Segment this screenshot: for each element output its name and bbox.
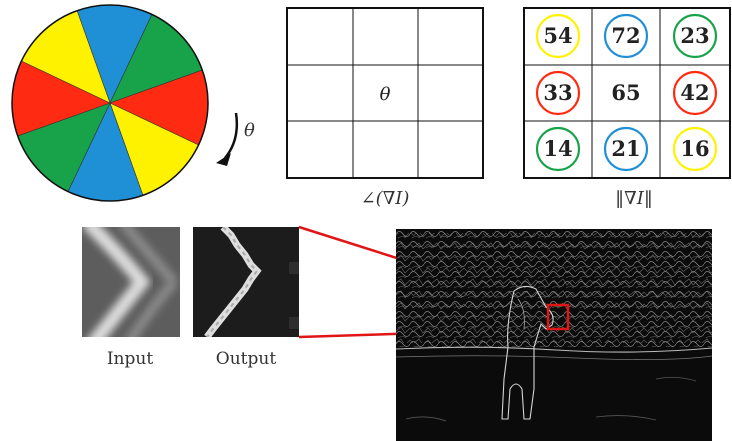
zoom-highlight-box (546, 303, 570, 331)
magnitude-ring-yellow (672, 126, 718, 172)
magnitude-value: 54 (543, 23, 572, 48)
magnitude-ring-green (672, 13, 718, 59)
magnitude-value: 65 (611, 80, 640, 105)
input-patch (82, 227, 180, 337)
output-label: Output (216, 349, 277, 369)
output-patch (193, 227, 299, 337)
magnitude-value: 14 (543, 136, 572, 161)
magnitude-value: 72 (611, 23, 640, 48)
angle-grid-center-theta: θ (380, 84, 391, 105)
magnitude-ring-red (672, 70, 718, 116)
magnitude-ring-blue (603, 126, 649, 172)
input-label: Input (107, 349, 153, 369)
magnitude-value: 42 (680, 80, 709, 105)
magnitude-value: 21 (611, 136, 640, 161)
wheel-sectors (11, 4, 209, 202)
angle-grid-caption: ∠(∇I) (361, 188, 410, 209)
magnitude-ring-red (535, 70, 581, 116)
edge-magnitude-image (396, 229, 712, 441)
rotation-arrowhead (216, 153, 231, 166)
magnitude-grid-panel: 54 72 23 33 65 42 14 21 16 ‖∇I‖ (523, 7, 731, 209)
magnitude-ring-green (535, 126, 581, 172)
magnitude-value: 16 (680, 136, 709, 161)
magnitude-ring-blue (603, 13, 649, 59)
magnitude-value: 33 (543, 80, 572, 105)
theta-label: θ (244, 120, 255, 141)
orientation-color-wheel: θ (11, 4, 255, 202)
magnitude-ring-yellow (535, 13, 581, 59)
magnitude-value: 23 (680, 23, 709, 48)
angle-grid-panel: θ ∠(∇I) (286, 7, 484, 209)
magnitude-grid-caption: ‖∇I‖ (615, 188, 653, 209)
magnitude-cells: 54 72 23 33 65 42 14 21 16 (535, 13, 718, 172)
patch-labels: Input Output (107, 349, 277, 369)
rotation-arrow (224, 112, 239, 159)
